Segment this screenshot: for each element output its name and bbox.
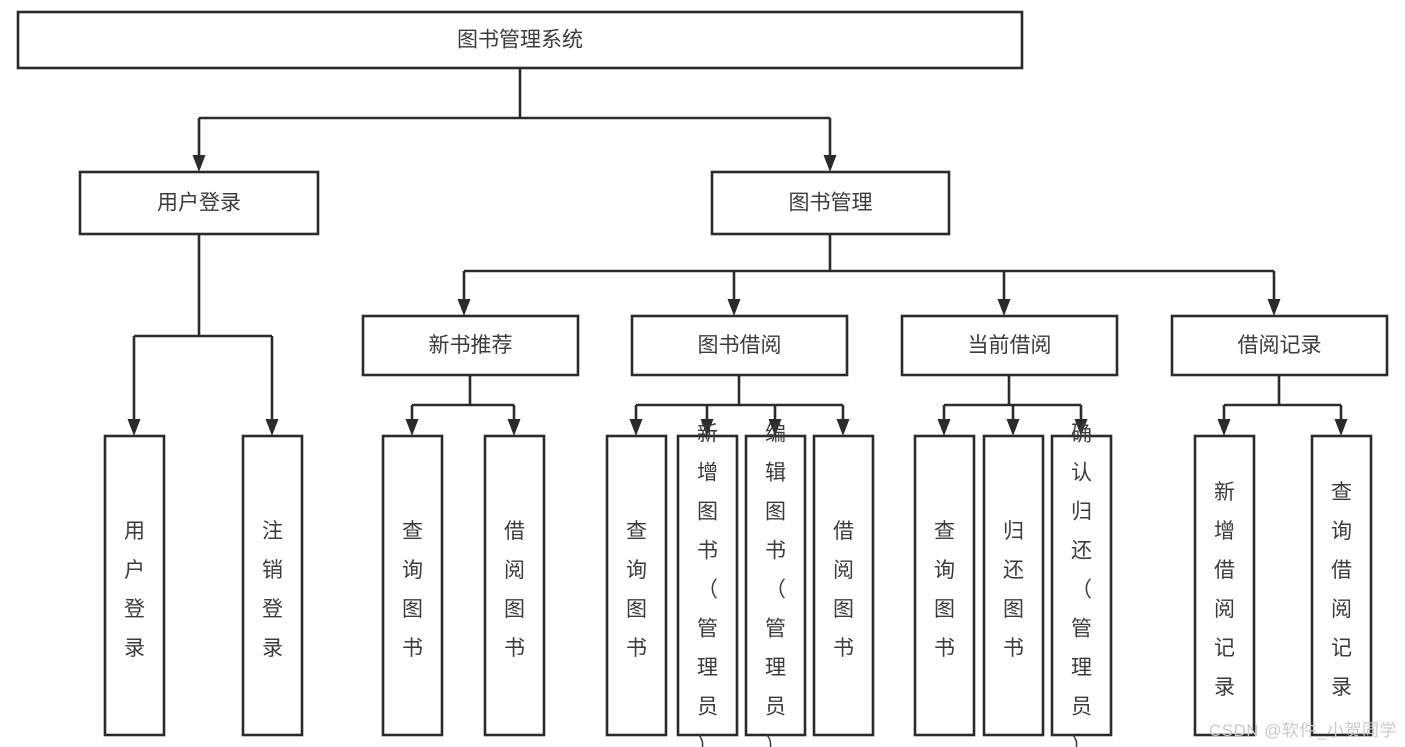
node-leaf-query-book-borrow[interactable]: 查询图书 bbox=[605, 434, 668, 737]
connector-borrow-records-to-leaves bbox=[1217, 375, 1348, 436]
arrow-head-icon bbox=[768, 419, 782, 436]
node-label: 当前借阅 bbox=[968, 334, 1052, 357]
node-box[interactable] bbox=[913, 434, 976, 737]
node-box[interactable] bbox=[1170, 314, 1389, 377]
arrow-head-icon bbox=[127, 419, 141, 436]
connector-root-to-modules bbox=[192, 68, 837, 172]
node-label: 图书管理 bbox=[789, 192, 873, 215]
node-root[interactable]: 图书管理系统 bbox=[16, 10, 1024, 70]
node-label: 图书借阅 bbox=[698, 334, 782, 357]
node-box[interactable] bbox=[982, 434, 1045, 737]
arrow-head-icon bbox=[1006, 419, 1020, 436]
node-box[interactable] bbox=[605, 434, 668, 737]
node-box[interactable] bbox=[710, 170, 951, 236]
node-book-management[interactable]: 图书管理 bbox=[710, 170, 951, 236]
node-book-borrow[interactable]: 图书借阅 bbox=[630, 314, 849, 377]
arrow-head-icon bbox=[1217, 419, 1231, 436]
node-label: 新书推荐 bbox=[429, 334, 513, 357]
node-label: 确认归还（管理员） bbox=[1071, 422, 1092, 747]
node-label: 查询借阅记录 bbox=[1331, 481, 1352, 699]
node-leaf-query-borrow-record[interactable]: 查询借阅记录 bbox=[1310, 434, 1373, 737]
arrow-head-icon bbox=[1334, 419, 1348, 436]
arrow-head-icon bbox=[1267, 299, 1281, 316]
node-label: 归还图书 bbox=[1003, 520, 1024, 660]
node-leaf-query-book-current[interactable]: 查询图书 bbox=[913, 434, 976, 737]
node-label: 注销登录 bbox=[262, 520, 283, 660]
node-leaf-edit-book[interactable]: 编辑图书（管理员） bbox=[744, 422, 807, 747]
node-leaf-query-book-recommend[interactable]: 查询图书 bbox=[381, 434, 444, 737]
node-user-login[interactable]: 用户登录 bbox=[78, 170, 320, 236]
arrow-head-icon bbox=[1074, 419, 1088, 436]
node-label: 用户登录 bbox=[157, 192, 241, 215]
node-box[interactable] bbox=[16, 10, 1024, 70]
node-leaf-borrow-book-recommend[interactable]: 借阅图书 bbox=[483, 434, 546, 737]
node-box[interactable] bbox=[1193, 434, 1256, 737]
node-label: 查询图书 bbox=[934, 520, 955, 660]
node-label: 编辑图书（管理员） bbox=[765, 422, 786, 747]
arrow-head-icon bbox=[457, 299, 471, 316]
arrow-head-icon bbox=[507, 419, 521, 436]
connector-layer bbox=[127, 68, 1348, 436]
node-label: 查询图书 bbox=[626, 520, 647, 660]
node-leaf-logout[interactable]: 注销登录 bbox=[241, 434, 304, 737]
node-layer: 图书管理系统用户登录图书管理新书推荐图书借阅当前借阅借阅记录用户登录注销登录查询… bbox=[16, 10, 1389, 747]
node-leaf-add-book[interactable]: 新增图书（管理员） bbox=[676, 422, 739, 747]
arrow-head-icon bbox=[937, 419, 951, 436]
node-borrow-records[interactable]: 借阅记录 bbox=[1170, 314, 1389, 377]
node-box[interactable] bbox=[1050, 434, 1113, 737]
arrow-head-icon bbox=[997, 299, 1011, 316]
node-box[interactable] bbox=[1310, 434, 1373, 737]
node-label: 借阅图书 bbox=[833, 520, 854, 660]
arrow-head-icon bbox=[727, 299, 741, 316]
node-leaf-borrow-book[interactable]: 借阅图书 bbox=[812, 434, 875, 737]
connector-book-management-to-submodules bbox=[457, 234, 1281, 316]
arrow-head-icon bbox=[823, 155, 837, 172]
node-label: 新增借阅记录 bbox=[1214, 481, 1235, 699]
arrow-head-icon bbox=[700, 419, 714, 436]
node-label: 新增图书（管理员） bbox=[697, 422, 718, 747]
arrow-head-icon bbox=[192, 155, 206, 172]
node-box[interactable] bbox=[900, 314, 1119, 377]
node-leaf-user-login[interactable]: 用户登录 bbox=[103, 434, 166, 737]
node-leaf-add-borrow-record[interactable]: 新增借阅记录 bbox=[1193, 434, 1256, 737]
node-box[interactable] bbox=[78, 170, 320, 236]
connector-current-borrow-to-leaves bbox=[937, 375, 1088, 436]
node-label: 图书管理系统 bbox=[457, 29, 583, 52]
node-box[interactable] bbox=[630, 314, 849, 377]
node-box[interactable] bbox=[744, 434, 807, 737]
node-box[interactable] bbox=[103, 434, 166, 737]
node-box[interactable] bbox=[812, 434, 875, 737]
arrow-head-icon bbox=[265, 419, 279, 436]
node-box[interactable] bbox=[241, 434, 304, 737]
node-current-borrow[interactable]: 当前借阅 bbox=[900, 314, 1119, 377]
node-label: 查询图书 bbox=[402, 520, 423, 660]
node-label: 借阅图书 bbox=[504, 520, 525, 660]
connector-user-login-to-leaves bbox=[127, 234, 279, 436]
node-box[interactable] bbox=[381, 434, 444, 737]
node-new-book-recommend[interactable]: 新书推荐 bbox=[361, 314, 580, 377]
node-label: 借阅记录 bbox=[1238, 334, 1322, 357]
connector-new-book-recommend-to-leaves bbox=[405, 375, 521, 436]
arrow-head-icon bbox=[836, 419, 850, 436]
node-box[interactable] bbox=[483, 434, 546, 737]
connector-book-borrow-to-leaves bbox=[629, 375, 850, 436]
node-leaf-return-book[interactable]: 归还图书 bbox=[982, 434, 1045, 737]
node-label: 用户登录 bbox=[124, 520, 145, 660]
node-box[interactable] bbox=[676, 434, 739, 737]
arrow-head-icon bbox=[629, 419, 643, 436]
node-box[interactable] bbox=[361, 314, 580, 377]
node-leaf-confirm-return[interactable]: 确认归还（管理员） bbox=[1050, 422, 1113, 747]
arrow-head-icon bbox=[405, 419, 419, 436]
